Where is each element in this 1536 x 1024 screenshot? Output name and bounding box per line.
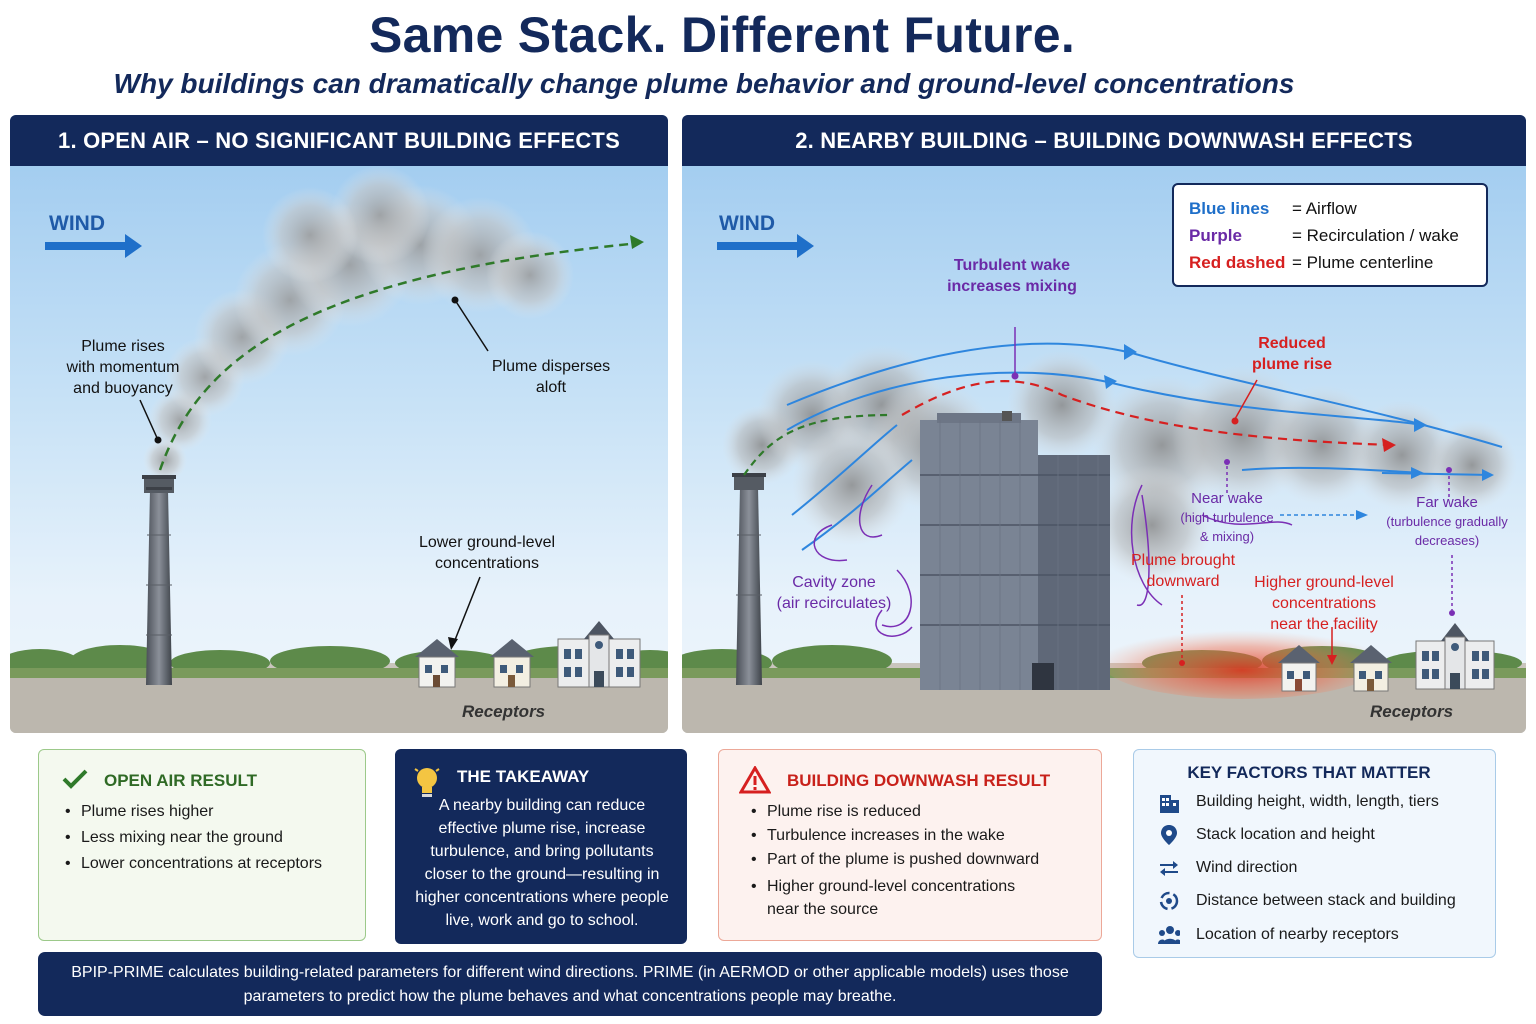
distance-icon [1159, 891, 1179, 911]
cavity-zone-label: Cavity zone (air recirculates) [776, 574, 892, 612]
list-item: Less mixing near the ground [63, 829, 353, 847]
downwash-illustration [682, 234, 1526, 733]
list-item: Turbulence increases in the wake [749, 827, 1089, 845]
downwash-result-box: BUILDING DOWNWASH RESULT Plume rise is r… [718, 749, 1102, 941]
plume-centerline [158, 241, 641, 471]
footer-banner: BPIP-PRIME calculates building-related p… [38, 952, 1102, 1016]
legend-key-blue: Blue lines [1189, 199, 1270, 218]
page-title: Same Stack. Different Future. [368, 7, 1076, 63]
wind-arrows-icon [1160, 861, 1178, 876]
near-wake-label: Near wake [1191, 490, 1263, 507]
plume-brought-downward-label: Plume brought downward [1130, 552, 1236, 590]
open-air-result-box: OPEN AIR RESULT Plume rises higher Less … [38, 749, 366, 941]
factor-text: Stack location and height [1196, 826, 1375, 843]
key-factors-box: KEY FACTORS THAT MATTER Building height,… [1133, 749, 1496, 958]
recirculation-lines [813, 484, 1293, 637]
takeaway-box: THE TAKEAWAY A nearby building can reduc… [395, 749, 687, 944]
building-icon [1160, 795, 1179, 813]
factor-text: Wind direction [1196, 859, 1298, 876]
open-air-result-heading: OPEN AIR RESULT [104, 771, 258, 790]
location-pin-icon [1161, 825, 1177, 845]
list-item: Lower concentrations at receptors [63, 855, 353, 873]
legend-key-red: Red dashed [1189, 253, 1286, 272]
smokestack [732, 473, 766, 685]
high-concentration-zone [1102, 627, 1382, 699]
plume-disperses-label: Plume disperses aloft [491, 358, 611, 396]
nearby-building [920, 411, 1110, 690]
near-wake-sub-label: (high turbulence & mixing) [1180, 510, 1274, 544]
legend-key-purple: Purple [1189, 226, 1242, 245]
receptors-label: Receptors [1370, 702, 1454, 721]
list-item: Plume rise is reduced [749, 803, 1089, 821]
warning-icon [739, 766, 771, 794]
plume-centerline [901, 380, 1393, 447]
downwash-result-heading: BUILDING DOWNWASH RESULT [787, 771, 1051, 790]
airflow-lines [786, 342, 1503, 551]
lightbulb-icon [414, 768, 440, 797]
factor-text: Distance between stack and building [1196, 892, 1456, 909]
receptor-houses [1278, 623, 1495, 692]
wind-arrow-icon [45, 234, 142, 258]
list-item: Part of the plume is pushed downward [749, 851, 1089, 869]
legend-value-blue: = Airflow [1292, 199, 1357, 218]
downwash-panel: 2. NEARBY BUILDING – BUILDING DOWNWASH E… [682, 115, 1526, 733]
plume-rises-label: Plume rises with momentum and buoyancy [66, 338, 180, 397]
higher-concentrations-label: Higher ground-level concentrations near … [1254, 574, 1394, 633]
open-air-heading: 1. OPEN AIR – NO SIGNIFICANT BUILDING EF… [10, 115, 668, 166]
page-subtitle: Why buildings can dramatically change pl… [113, 68, 1295, 99]
people-icon [1158, 926, 1180, 944]
key-factors-heading: KEY FACTORS THAT MATTER [1187, 763, 1431, 782]
open-air-panel: 1. OPEN AIR – NO SIGNIFICANT BUILDING EF… [10, 115, 668, 733]
smokestack [142, 475, 176, 685]
downwash-result-list: Plume rise is reduced Turbulence increas… [749, 803, 1089, 921]
wind-arrow-icon [717, 234, 814, 258]
takeaway-heading: THE TAKEAWAY [457, 767, 590, 786]
turbulent-wake-label: Turbulent wake increases mixing [947, 257, 1077, 295]
wind-label: WIND [49, 212, 105, 235]
legend-box: Blue lines = Airflow Purple = Recirculat… [1172, 183, 1488, 287]
open-air-illustration [10, 165, 668, 733]
plume-smoke [143, 165, 574, 482]
downwash-heading: 2. NEARBY BUILDING – BUILDING DOWNWASH E… [682, 115, 1526, 166]
factor-text: Location of nearby receptors [1196, 926, 1399, 943]
wind-label: WIND [719, 212, 775, 235]
far-wake-label: Far wake [1416, 494, 1478, 511]
takeaway-text: A nearby building can reduce effective p… [415, 797, 669, 929]
open-air-result-list: Plume rises higher Less mixing near the … [63, 803, 353, 873]
checkmark-icon [62, 769, 88, 789]
footer-text: BPIP-PRIME calculates building-related p… [71, 964, 1069, 1005]
reduced-plume-rise-label: Reduced plume rise [1251, 335, 1333, 373]
list-item: Plume rises higher [63, 803, 353, 821]
legend-value-purple: = Recirculation / wake [1292, 226, 1459, 245]
legend-value-red: = Plume centerline [1292, 253, 1434, 272]
receptors-label: Receptors [462, 702, 546, 721]
far-wake-sub-label: (turbulence gradually decreases) [1386, 514, 1508, 548]
factor-text: Building height, width, length, tiers [1196, 793, 1439, 810]
receptor-houses [415, 621, 641, 688]
lower-concentrations-label: Lower ground-level concentrations [418, 534, 556, 572]
list-item: Higher ground-level concentrations near … [749, 875, 1089, 921]
